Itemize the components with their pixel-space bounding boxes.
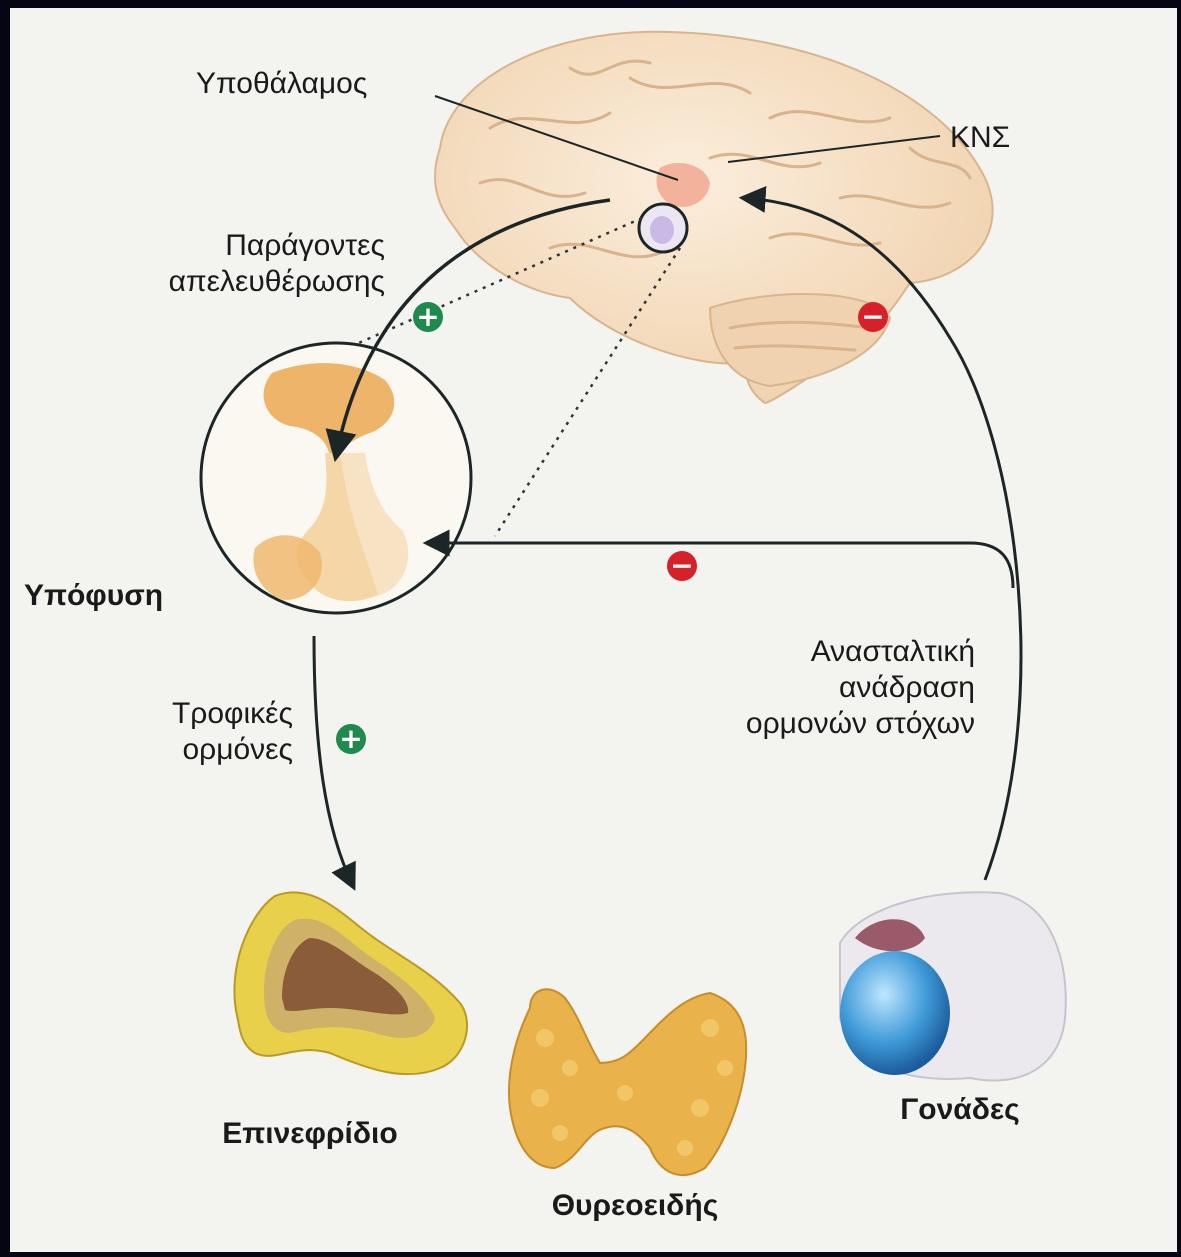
gonads-label: Γονάδες [860,1092,1060,1128]
adrenal-label: Επινεφρίδιο [180,1116,440,1152]
feedback-label-line1: Ανασταλτική [650,634,975,670]
releasing-factors-label-line1: Παράγοντες [110,228,385,264]
inhibit-sign-pituitary: − [667,551,697,581]
feedback-label-line2: ανάδραση [650,670,975,706]
hypothalamus-label: Υποθάλαμος [196,66,367,102]
trophic-hormones-label-line2: ορμόνες [90,732,293,768]
diagram-art [10,8,1177,1252]
releasing-factors-label-line2: απελευθέρωσης [110,264,385,300]
cns-label: ΚΝΣ [950,120,1010,156]
trophic-hormones-label-line1: Τροφικές [90,696,293,732]
thyroid-gland-illustration [509,989,746,1175]
brain-illustration [435,32,993,403]
inhibit-sign-cns: − [858,302,888,332]
stimulate-sign-trophic: + [336,724,366,754]
feedback-label-line3: ορμονών στόχων [650,706,975,742]
pituitary-label: Υπόφυση [24,578,163,614]
diagram-page: + − − + Υποθάλαμος ΚΝΣ Παράγοντες απελευ… [10,8,1177,1252]
gonad-illustration [840,892,1066,1080]
thyroid-label: Θυρεοειδής [515,1188,755,1224]
stimulate-sign-releasing: + [413,302,443,332]
adrenal-gland-illustration [234,892,467,1074]
pituitary-illustration [201,343,471,613]
